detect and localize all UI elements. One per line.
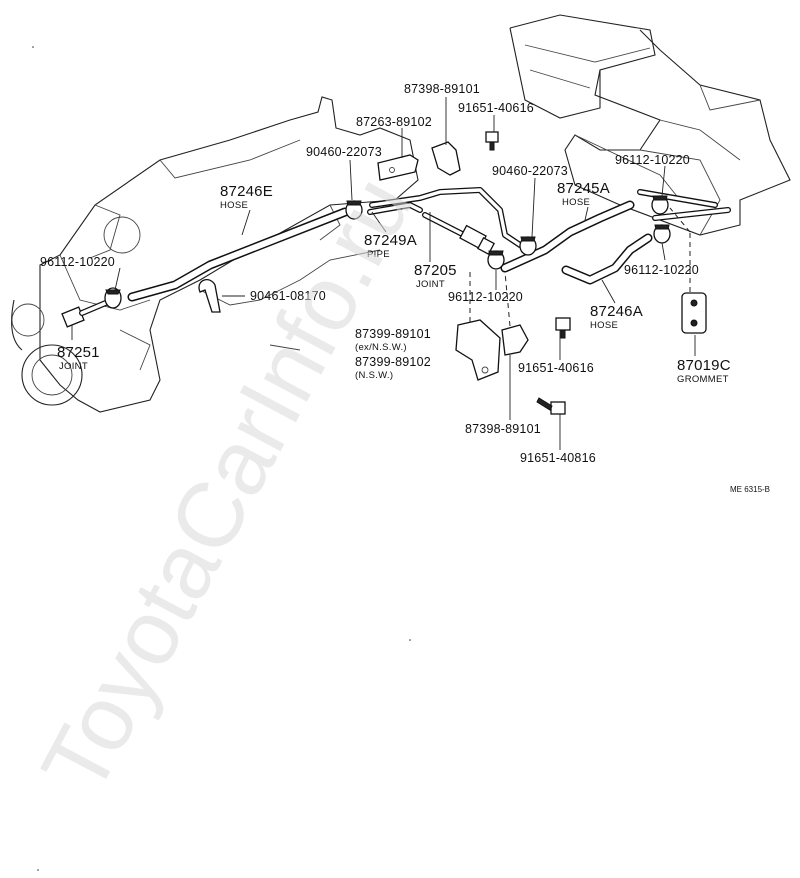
hose-87245A [500,200,635,273]
pipe-87249A [367,187,523,248]
label-96112-10220-right: 96112-10220 [624,263,699,277]
label-87399-89102-note: (N.S.W.) [355,370,393,381]
heater-core-tubes [637,189,731,221]
label-87019C-type: GROMMET [677,374,729,385]
label-87245A: 87245A [557,180,610,197]
label-87245A-type: HOSE [562,197,590,208]
label-90460-22073-right: 90460-22073 [492,164,568,178]
hose-87246A [561,233,653,285]
label-87246A-type: HOSE [590,320,618,331]
part-labels: 87398-89101 91651-40616 87263-89102 9046… [40,82,770,494]
bracket-87263 [377,154,419,181]
pulley-outline [11,299,83,406]
drawing-code: ME 6315-B [730,485,770,494]
clamp-90460-left [345,200,363,220]
label-91651-40616-mid: 91651-40616 [518,361,594,375]
clamp-96112-tr [651,195,669,215]
hose-87246E [127,207,350,302]
label-87399-89101: 87399-89101 [355,327,431,341]
label-87246E-type: HOSE [220,200,248,211]
heater-unit-outline [509,14,791,236]
label-87263-89102: 87263-89102 [356,115,432,129]
label-90460-22073-left: 90460-22073 [306,145,382,159]
engine-outline [39,96,419,413]
label-96112-10220-mid: 96112-10220 [448,290,523,304]
label-87249A: 87249A [364,232,417,249]
label-87399-89102: 87399-89102 [355,355,431,369]
bolt-91651-top [485,131,499,151]
label-87251-type: JOINT [59,361,88,372]
label-91651-40816: 91651-40816 [520,451,596,465]
bolt-91651-mid [555,317,571,339]
label-90461-08170: 90461-08170 [250,289,326,303]
dashed-reference-lines [469,207,691,327]
clamp-left [104,287,122,309]
label-87205: 87205 [414,262,457,279]
label-87246E: 87246E [220,183,273,200]
leader-lines [71,97,696,450]
label-96112-10220-left: 96112-10220 [40,255,115,269]
label-91651-40616-top: 91651-40616 [458,101,534,115]
label-87251: 87251 [57,344,100,361]
joint-87205 [422,212,495,255]
grommet-87019C [681,292,707,334]
bracket-87398-bottom [501,324,529,356]
label-87249A-type: PIPE [367,249,390,260]
label-96112-10220-top-right: 96112-10220 [615,153,690,167]
bolt-91651-bottom [536,397,566,415]
label-87205-type: JOINT [416,279,445,290]
bracket-87399 [455,319,501,381]
label-87399-89101-note: (ex/N.S.W.) [355,342,407,353]
bracket-87398-top [431,141,461,176]
print-marks [32,46,411,871]
joint-87251 [61,299,111,328]
label-87246A: 87246A [590,303,643,320]
clamp-96112-right [653,224,671,244]
clamp-90460-right [519,236,537,256]
label-87398-89101-top: 87398-89101 [404,82,480,96]
label-87019C: 87019C [677,357,731,374]
clip-90461 [198,279,221,313]
label-87398-89101-bottom: 87398-89101 [465,422,541,436]
clamp-96112-mid [487,250,505,270]
